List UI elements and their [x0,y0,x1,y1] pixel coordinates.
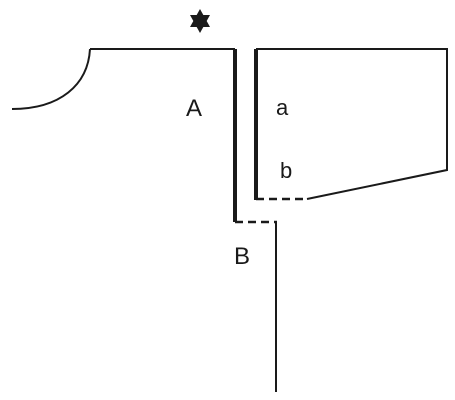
label-b: b [280,158,292,183]
label-B: B [234,243,250,270]
label-A: A [186,95,202,122]
left-piece-neckline-curve [11,48,91,110]
six-pointed-star-icon [190,9,210,33]
label-a: a [276,95,289,120]
right-piece-outline [256,48,448,200]
